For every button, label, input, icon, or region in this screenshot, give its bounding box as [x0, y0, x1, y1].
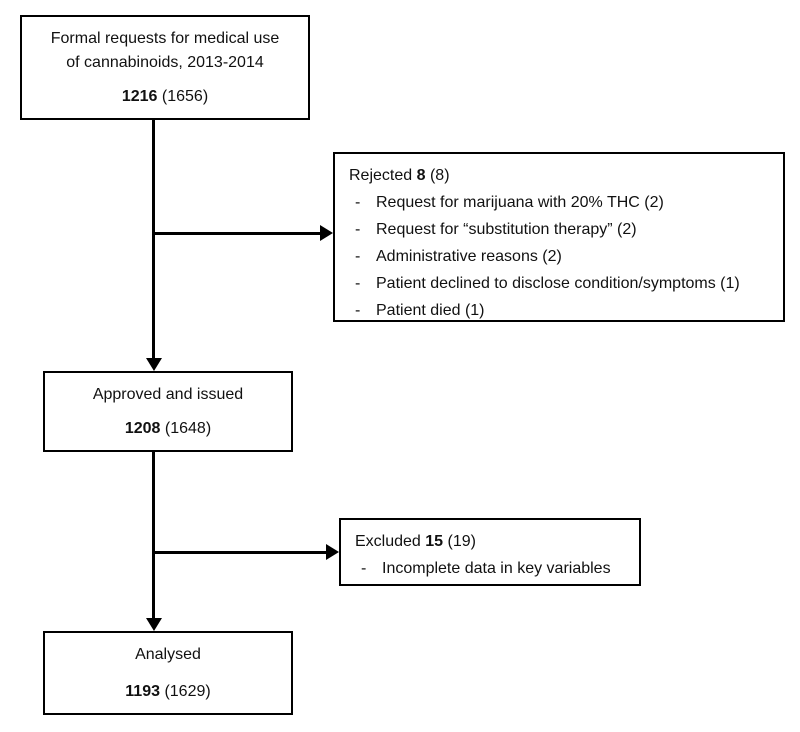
connector-branch-excluded	[152, 551, 326, 554]
count-total: (1629)	[164, 683, 211, 700]
title-line-1: Formal requests for medical use	[50, 30, 280, 47]
arrowhead-excluded	[326, 544, 339, 560]
arrowhead-rejected	[320, 225, 333, 241]
connector-requests-to-approved	[152, 120, 155, 360]
list-item-text: Patient declined to disclose condition/s…	[376, 275, 740, 292]
bullet: -	[361, 560, 367, 577]
list-item: - Administrative reasons (2)	[349, 243, 771, 270]
bullet: -	[355, 248, 361, 265]
count-total: (1656)	[161, 88, 209, 105]
count-value: 1193	[125, 683, 160, 700]
box-approved-count: 1208 (1648)	[125, 420, 211, 450]
excluded-reasons-list: - Incomplete data in key variables	[355, 555, 627, 582]
list-item: - Request for “substitution therapy” (2)	[349, 216, 771, 243]
box-analysed-count: 1193 (1629)	[125, 683, 210, 713]
box-formal-requests-count: 1216 (1656)	[122, 88, 208, 118]
arrowhead-analysed	[146, 618, 162, 631]
box-approved-title: Approved and issued	[93, 373, 243, 407]
list-item: - Patient declined to disclose condition…	[349, 270, 771, 297]
count-value: 1208	[124, 420, 161, 437]
title-line-2: of cannabinoids, 2013-2014	[66, 54, 264, 71]
list-item-text: Incomplete data in key variables	[382, 560, 611, 577]
connector-approved-to-analysed	[152, 452, 155, 620]
count-value: 1216	[121, 88, 158, 105]
rejected-label: Rejected	[349, 167, 413, 184]
list-item: - Request for marijuana with 20% THC (2)	[349, 189, 771, 216]
arrowhead-approved	[146, 358, 162, 371]
box-approved: Approved and issued 1208 (1648)	[43, 371, 293, 452]
bullet: -	[355, 275, 361, 292]
bullet: -	[355, 302, 361, 319]
box-excluded: Excluded 15 (19) - Incomplete data in ke…	[339, 518, 641, 586]
box-formal-requests-title: Formal requests for medical use of canna…	[51, 17, 280, 75]
count-total: (1648)	[164, 420, 212, 437]
approved-label: Approved and issued	[92, 386, 244, 403]
bullet: -	[355, 194, 361, 211]
list-item-text: Request for “substitution therapy” (2)	[376, 221, 637, 238]
box-analysed: Analysed 1193 (1629)	[43, 631, 293, 715]
box-analysed-title: Analysed	[135, 633, 201, 667]
list-item-text: Request for marijuana with 20% THC (2)	[376, 194, 664, 211]
bullet: -	[355, 221, 361, 238]
box-rejected: Rejected 8 (8) - Request for marijuana w…	[333, 152, 785, 322]
count-value: 15	[425, 533, 444, 550]
count-total: (19)	[447, 533, 476, 550]
list-item: - Incomplete data in key variables	[355, 555, 627, 582]
box-formal-requests: Formal requests for medical use of canna…	[20, 15, 310, 120]
list-item-text: Patient died (1)	[376, 302, 485, 319]
box-excluded-title: Excluded 15 (19)	[355, 529, 627, 555]
excluded-label: Excluded	[355, 533, 421, 550]
count-value: 8	[416, 167, 426, 184]
count-total: (8)	[429, 167, 450, 184]
rejected-reasons-list: - Request for marijuana with 20% THC (2)…	[349, 189, 771, 324]
analysed-label: Analysed	[135, 646, 201, 663]
list-item: - Patient died (1)	[349, 297, 771, 324]
box-rejected-title: Rejected 8 (8)	[349, 163, 771, 189]
list-item-text: Administrative reasons (2)	[376, 248, 562, 265]
connector-branch-rejected	[152, 232, 320, 235]
